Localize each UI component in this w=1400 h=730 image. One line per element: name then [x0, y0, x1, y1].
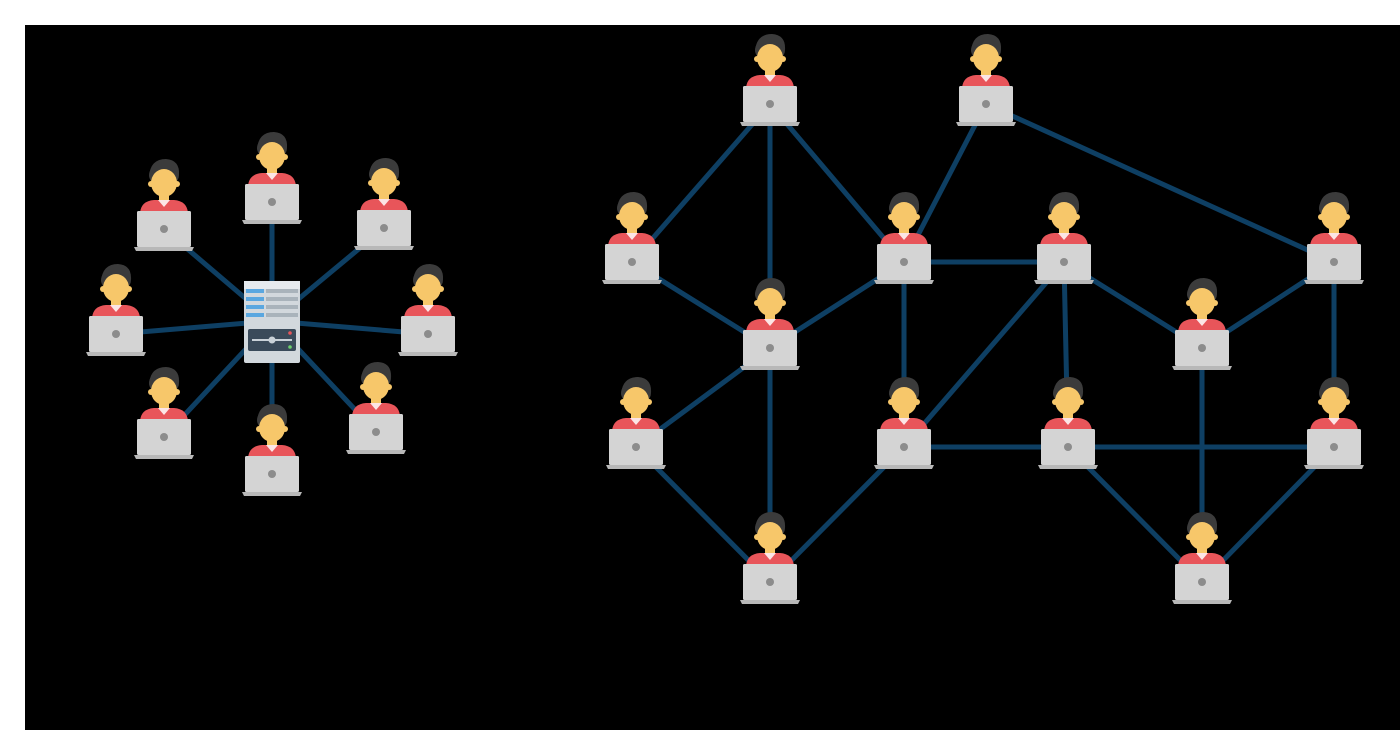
peer-link-line	[633, 444, 773, 585]
user-at-laptop-icon	[1304, 192, 1364, 284]
peer-link-line	[1065, 444, 1205, 585]
user-at-laptop-icon	[354, 158, 414, 250]
user-at-laptop-icon	[242, 132, 302, 224]
user-at-laptop-icon	[740, 512, 800, 604]
user-at-laptop-icon	[1034, 192, 1094, 284]
peer-link-line	[901, 259, 1067, 450]
user-at-laptop-icon	[740, 34, 800, 126]
server-icon	[244, 281, 300, 363]
peer-link-line	[629, 101, 773, 265]
user-at-laptop-icon	[398, 264, 458, 356]
user-at-laptop-icon	[134, 159, 194, 251]
user-at-laptop-icon	[956, 34, 1016, 126]
user-at-laptop-icon	[242, 404, 302, 496]
user-at-laptop-icon	[1172, 278, 1232, 370]
user-at-laptop-icon	[1172, 512, 1232, 604]
user-at-laptop-icon	[1304, 377, 1364, 469]
diagram-canvas	[25, 25, 1400, 730]
user-at-laptop-icon	[602, 192, 662, 284]
peer-link-line	[767, 101, 907, 265]
user-at-laptop-icon	[874, 377, 934, 469]
user-at-laptop-icon	[86, 264, 146, 356]
peer-link-line	[983, 101, 1337, 265]
peer-link-line	[767, 444, 907, 585]
user-at-laptop-icon	[874, 192, 934, 284]
user-at-laptop-icon	[1038, 377, 1098, 469]
user-at-laptop-icon	[606, 377, 666, 469]
user-at-laptop-icon	[134, 367, 194, 459]
user-at-laptop-icon	[346, 362, 406, 454]
user-at-laptop-icon	[740, 278, 800, 370]
